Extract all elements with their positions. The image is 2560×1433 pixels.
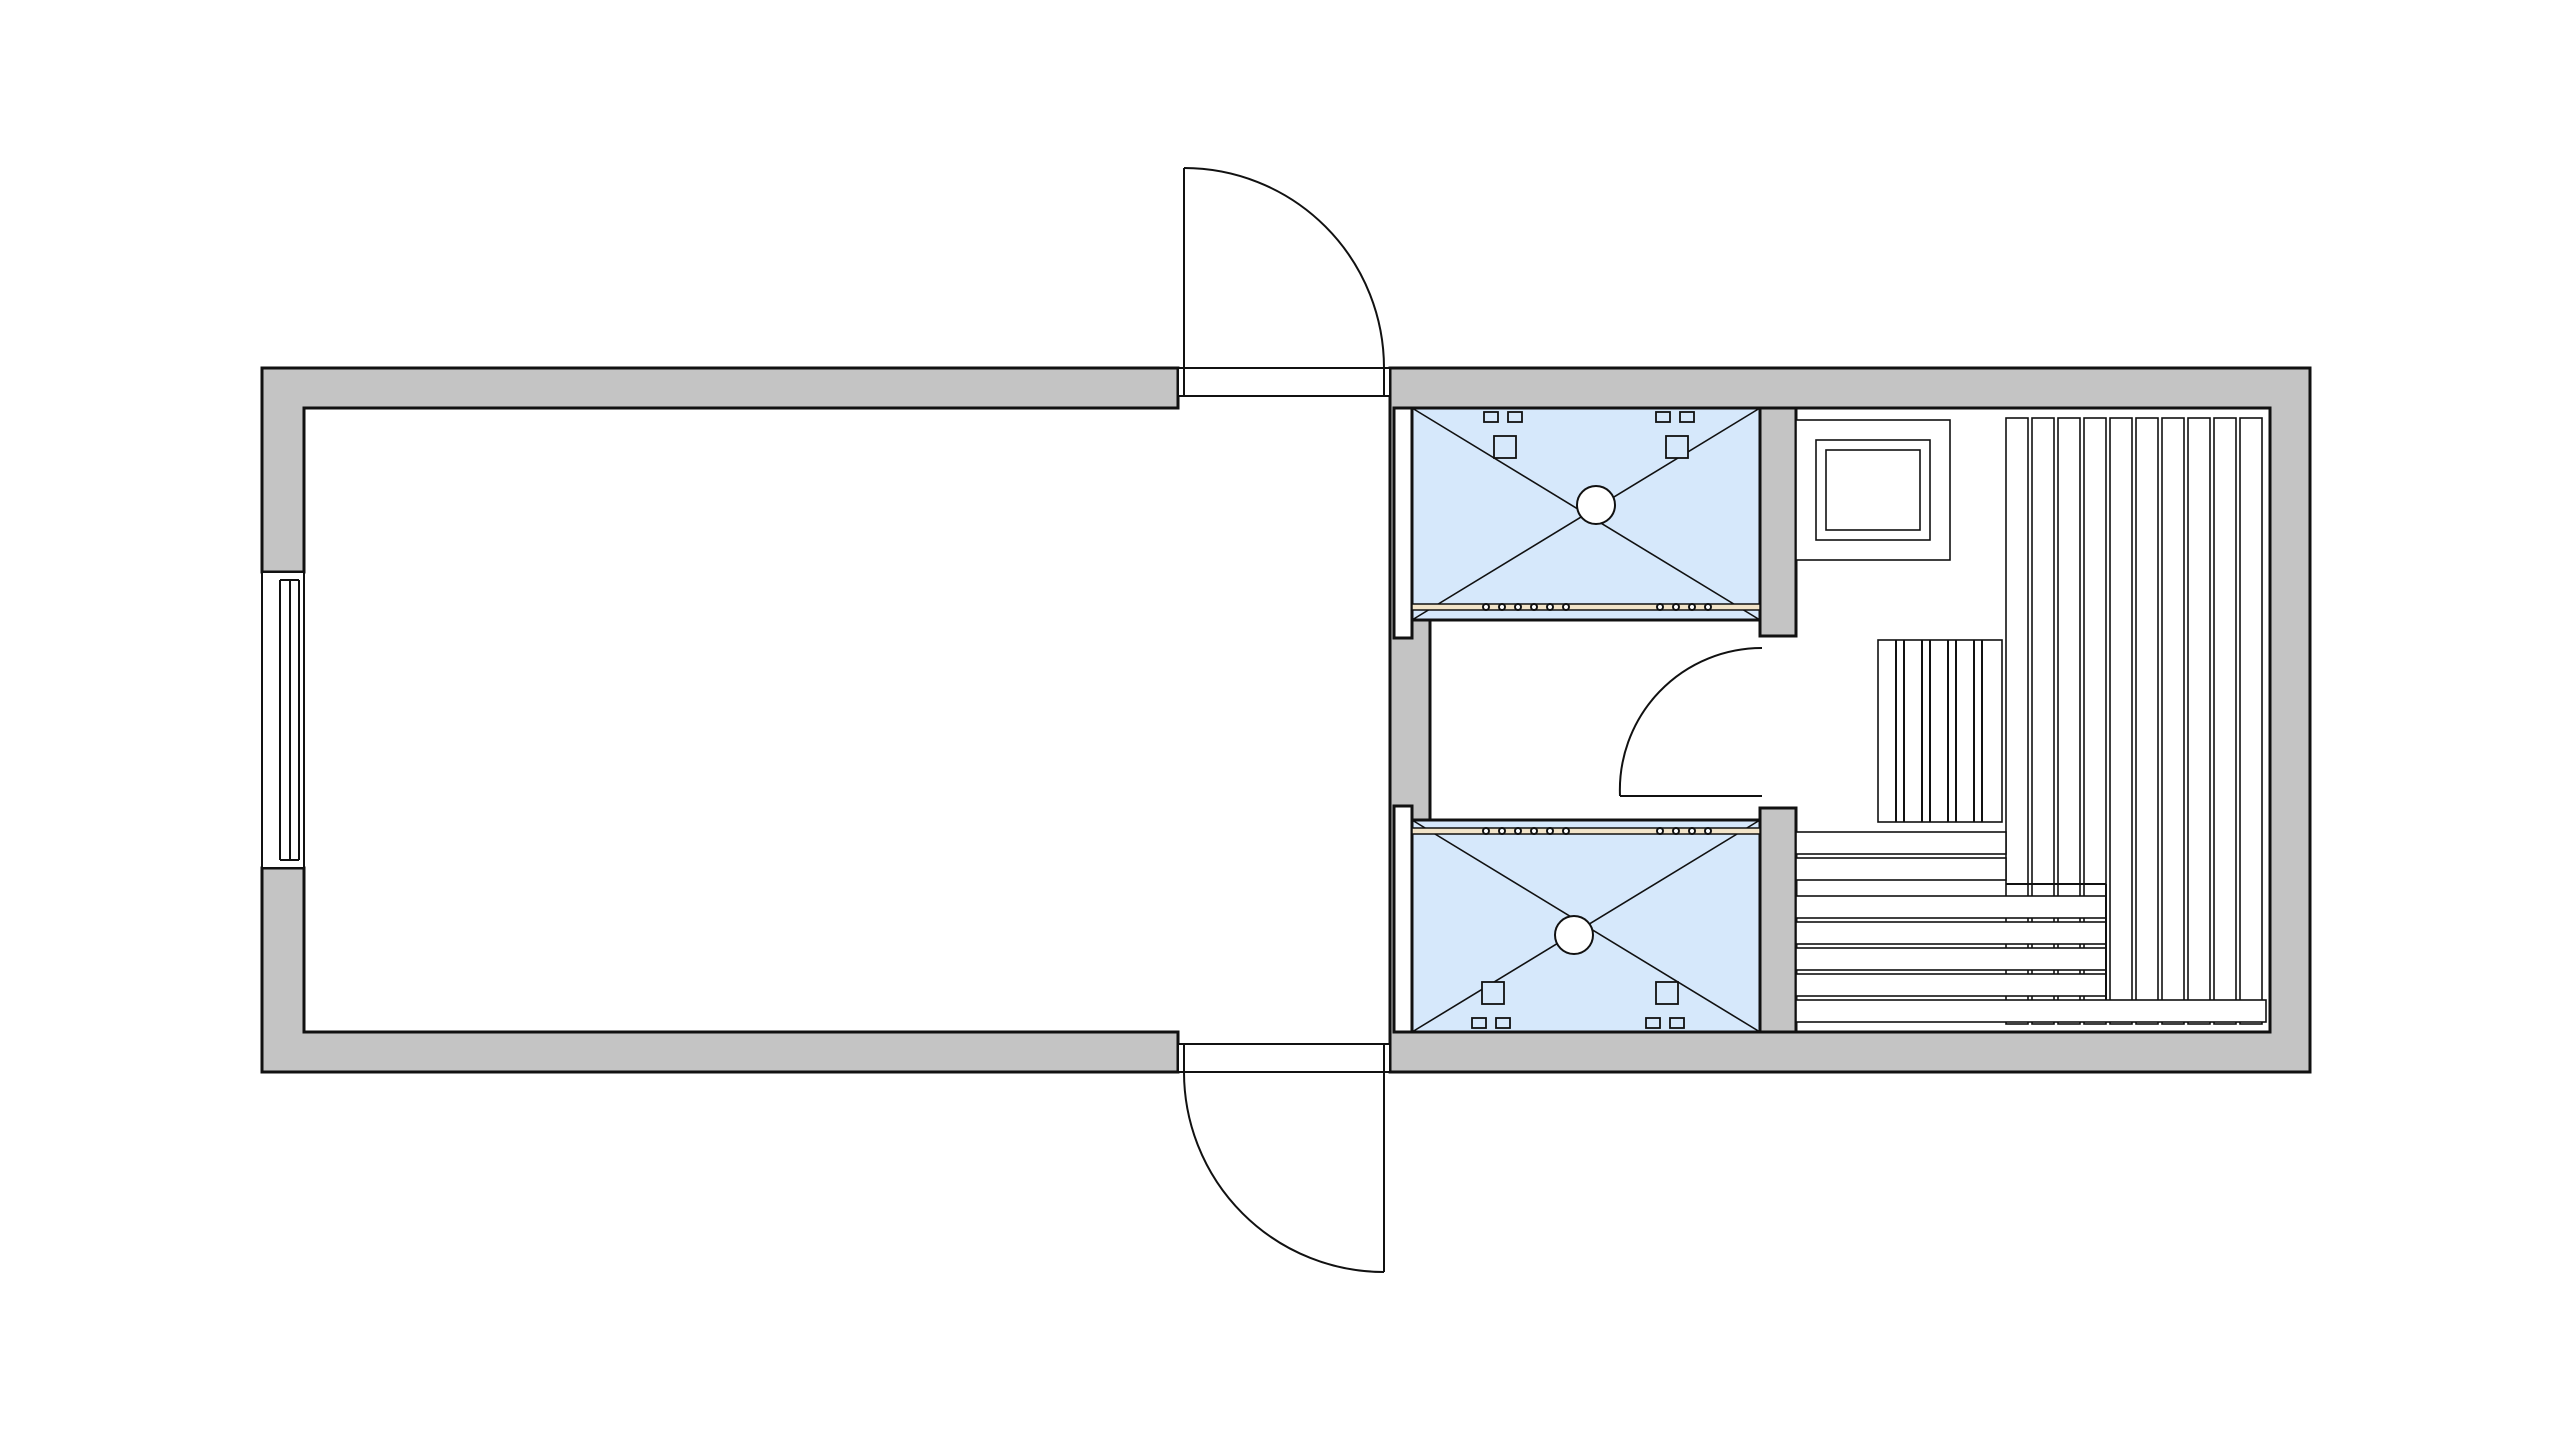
shower-head-icon xyxy=(1655,411,1695,459)
shower-room-bottom xyxy=(1392,804,1762,1034)
exterior-door-bottom[interactable] xyxy=(1177,1043,1391,1273)
wall-left-bottom xyxy=(260,866,1180,1074)
curtain-hooks xyxy=(1482,827,1712,835)
shower-head-icon xyxy=(1483,411,1523,459)
wall-left-top xyxy=(260,366,1180,574)
wall-shower-bottom-partition xyxy=(1758,806,1798,1034)
drain-icon xyxy=(1554,915,1594,955)
bench-vertical xyxy=(2005,417,2263,1025)
exterior-door-top[interactable] xyxy=(1177,167,1391,397)
shower-rail xyxy=(1411,827,1761,835)
shower-head-icon xyxy=(1645,981,1685,1029)
sauna-door[interactable] xyxy=(1618,646,1763,797)
shower-room-top xyxy=(1392,406,1762,640)
curtain-hooks xyxy=(1482,603,1712,611)
stove-icon xyxy=(1795,419,1951,561)
wall-shower-top-partition xyxy=(1758,406,1798,638)
window xyxy=(261,571,305,869)
shower-head-icon xyxy=(1471,981,1511,1029)
bench-horizontal xyxy=(1795,831,2267,1023)
drain-icon xyxy=(1576,485,1616,525)
floor-grate xyxy=(1877,639,2003,823)
left-room-walls xyxy=(260,366,1180,1074)
sauna-room xyxy=(1795,417,2267,1025)
shower-rail xyxy=(1411,603,1761,611)
